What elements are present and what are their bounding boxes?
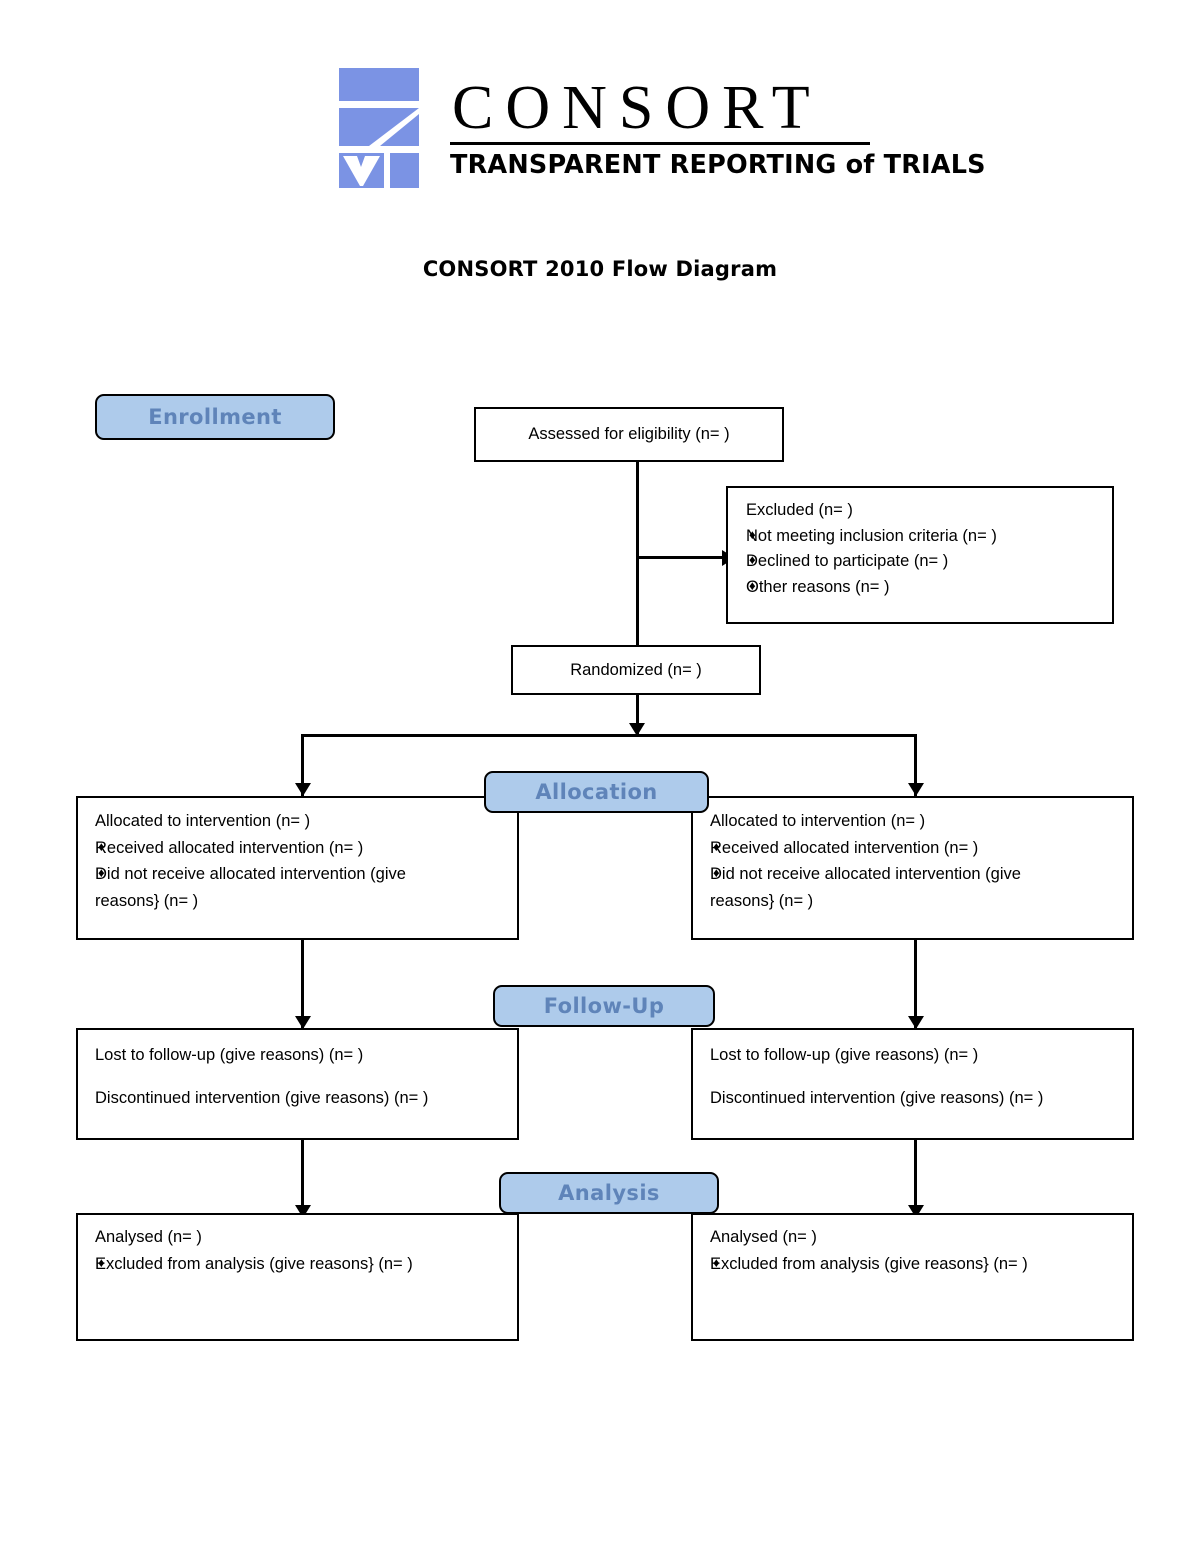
analysis-left-bullet-1: ♦ Excluded from analysis (give reasons} … xyxy=(95,1254,517,1273)
arrowhead-followup-right xyxy=(907,1016,924,1029)
stage-badge-allocation-label: Allocation xyxy=(535,780,658,804)
arrowhead-allocation-left xyxy=(294,783,311,796)
analysis-left-bullet-1-label: Excluded from analysis (give reasons} (n… xyxy=(95,1254,413,1273)
arrowhead-allocation-right xyxy=(907,783,924,796)
logo-tagline-part2: TRIALS xyxy=(883,150,986,180)
analysis-right-bullet-1-label: Excluded from analysis (give reasons} (n… xyxy=(710,1254,1028,1273)
analysis-right-bullet-1: ♦ Excluded from analysis (give reasons} … xyxy=(710,1254,1132,1273)
allocation-right-bullet-2-cont: reasons} (n= ) xyxy=(710,891,814,910)
excluded-bullet-1-label: Not meeting inclusion criteria (n= ) xyxy=(746,526,997,545)
arrowhead-followup-left xyxy=(294,1016,311,1029)
box-followup-left: Lost to follow-up (give reasons) (n= ) D… xyxy=(76,1028,519,1140)
connector-split-right-drop xyxy=(914,734,917,796)
stage-badge-analysis[interactable]: Analysis xyxy=(499,1172,719,1214)
connector-split-left-drop xyxy=(301,734,304,796)
consort-logo: CONSORT TRANSPARENT REPORTING of TRIALS xyxy=(336,68,986,190)
connector-followup-to-analysis-right xyxy=(914,1140,917,1220)
assessed-line: Assessed for eligibility (n= ) xyxy=(528,425,730,444)
allocation-right-heading: Allocated to intervention (n= ) xyxy=(710,812,926,830)
stage-badge-allocation[interactable]: Allocation xyxy=(484,771,709,813)
box-allocation-right: Allocated to intervention (n= ) ♦ Receiv… xyxy=(691,796,1134,940)
allocation-left-bullet-1: ♦ Received allocated intervention (n= ) xyxy=(95,838,517,857)
allocation-right-bullet-1: ♦ Received allocated intervention (n= ) xyxy=(710,838,1132,857)
allocation-left-bullet-2-cont: reasons} (n= ) xyxy=(95,891,199,910)
diamond-bullet-icon: ♦ xyxy=(98,838,105,854)
followup-left-line-1: Lost to follow-up (give reasons) (n= ) xyxy=(95,1046,364,1064)
excluded-heading: Excluded (n= ) xyxy=(746,501,853,519)
excluded-bullet-1: ♦ Not meeting inclusion criteria (n= ) xyxy=(746,526,1112,545)
allocation-right-bullet-2-label: Did not receive allocated intervention (… xyxy=(710,865,1021,883)
box-excluded: Excluded (n= ) ♦ Not meeting inclusion c… xyxy=(726,486,1114,624)
allocation-left-bullet-2-label: Did not receive allocated intervention (… xyxy=(95,865,406,883)
diamond-bullet-icon: ♦ xyxy=(98,1254,105,1270)
arrowhead-randomized-down xyxy=(629,723,645,736)
logo-tagline: TRANSPARENT REPORTING of TRIALS xyxy=(450,145,986,182)
box-analysis-right: Analysed (n= ) ♦ Excluded from analysis … xyxy=(691,1213,1134,1341)
stage-badge-followup[interactable]: Follow-Up xyxy=(493,985,715,1027)
page-title: CONSORT 2010 Flow Diagram xyxy=(422,257,778,281)
excluded-bullet-3: ♦ Other reasons (n= ) xyxy=(746,577,1112,596)
randomized-line: Randomized (n= ) xyxy=(570,660,702,679)
followup-right-line-1: Lost to follow-up (give reasons) (n= ) xyxy=(710,1046,979,1064)
connector-alloc-to-followup-right xyxy=(914,940,917,1030)
box-followup-right: Lost to follow-up (give reasons) (n= ) D… xyxy=(691,1028,1134,1140)
followup-right-line-2: Discontinued intervention (give reasons)… xyxy=(710,1088,1044,1107)
diamond-bullet-icon: ♦ xyxy=(713,1254,720,1270)
box-randomized: Randomized (n= ) xyxy=(511,645,761,695)
diamond-bullet-icon: ♦ xyxy=(749,552,756,567)
connector-assessed-to-excluded xyxy=(636,556,726,559)
connector-allocation-split-bar xyxy=(301,734,917,737)
allocation-right-bullet-2: ♦ Did not receive allocated intervention… xyxy=(710,866,1132,883)
followup-left-line-2: Discontinued intervention (give reasons)… xyxy=(95,1088,429,1107)
box-analysis-left: Analysed (n= ) ♦ Excluded from analysis … xyxy=(76,1213,519,1341)
stage-badge-analysis-label: Analysis xyxy=(558,1181,660,1205)
logo-divider-rule xyxy=(450,142,870,145)
diamond-bullet-icon: ♦ xyxy=(713,838,720,854)
analysis-left-heading: Analysed (n= ) xyxy=(95,1228,202,1246)
allocation-left-bullet-1-label: Received allocated intervention (n= ) xyxy=(95,838,364,857)
box-allocation-left: Allocated to intervention (n= ) ♦ Receiv… xyxy=(76,796,519,940)
consort-logo-mark xyxy=(339,68,419,188)
connector-assessed-to-randomized xyxy=(636,462,639,672)
stage-badge-enrollment[interactable]: Enrollment xyxy=(95,394,335,440)
diamond-bullet-icon: ♦ xyxy=(749,577,756,593)
connector-followup-to-analysis-left xyxy=(301,1140,304,1220)
allocation-left-heading: Allocated to intervention (n= ) xyxy=(95,812,311,830)
allocation-left-bullet-2: ♦ Did not receive allocated intervention… xyxy=(95,866,517,883)
stage-badge-enrollment-label: Enrollment xyxy=(148,405,282,429)
excluded-bullet-2-label: Declined to participate (n= ) xyxy=(746,552,949,570)
diamond-bullet-icon: ♦ xyxy=(98,865,105,880)
diamond-bullet-icon: ♦ xyxy=(749,526,756,542)
connector-alloc-to-followup-left xyxy=(301,940,304,1030)
logo-tagline-of: of xyxy=(845,150,875,180)
logo-wordmark: CONSORT xyxy=(452,74,822,142)
diamond-bullet-icon: ♦ xyxy=(713,865,720,880)
allocation-right-bullet-1-label: Received allocated intervention (n= ) xyxy=(710,838,979,857)
logo-tagline-part1: TRANSPARENT REPORTING xyxy=(450,150,837,180)
analysis-right-heading: Analysed (n= ) xyxy=(710,1228,817,1246)
consort-logo-text: CONSORT TRANSPARENT REPORTING of TRIALS xyxy=(450,70,986,182)
excluded-bullet-2: ♦ Declined to participate (n= ) xyxy=(746,553,1112,570)
box-assessed-for-eligibility: Assessed for eligibility (n= ) xyxy=(474,407,784,462)
stage-badge-followup-label: Follow-Up xyxy=(543,994,665,1018)
excluded-bullet-3-label: Other reasons (n= ) xyxy=(746,577,890,596)
connector-randomized-down xyxy=(636,695,639,735)
